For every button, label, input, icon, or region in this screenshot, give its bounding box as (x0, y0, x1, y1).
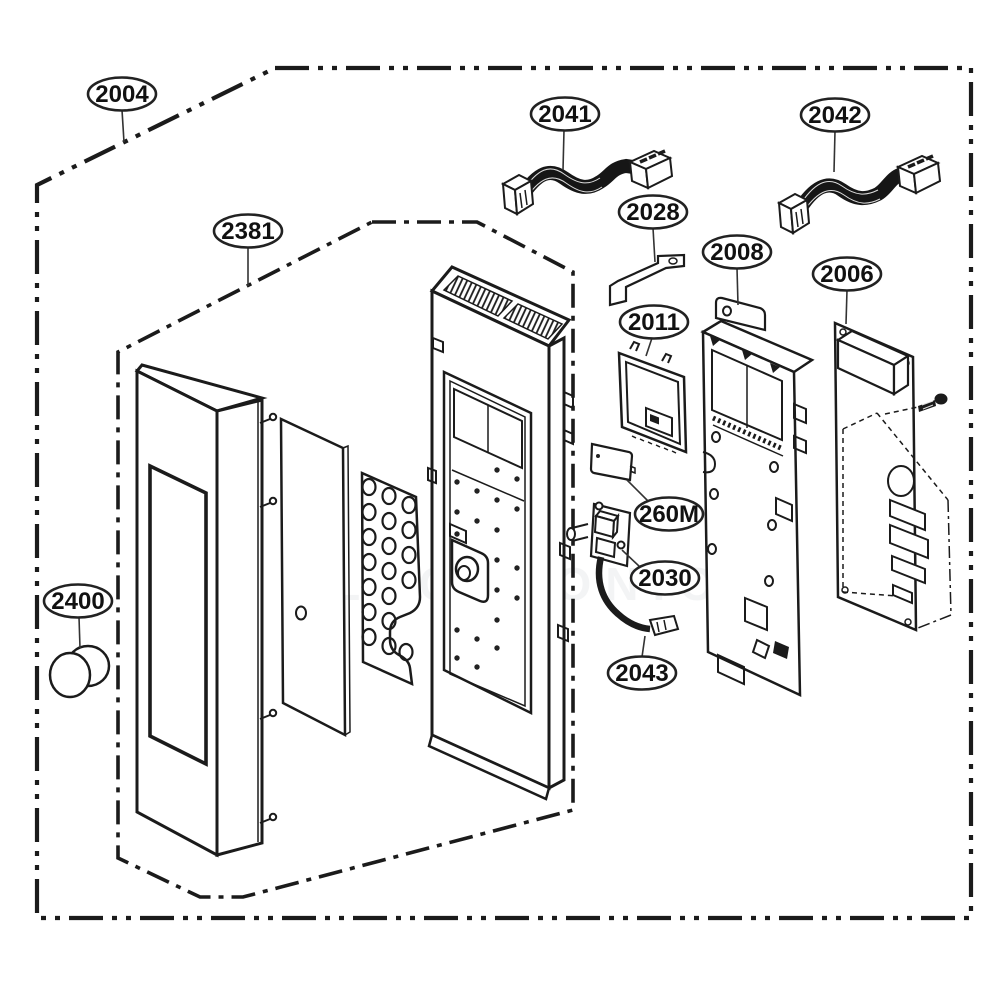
outer-boundary-2004 (34, 65, 974, 921)
cable-connector (627, 149, 674, 190)
screw (918, 393, 948, 412)
callout-label: 260M (639, 501, 699, 528)
callout-label: 2400 (51, 588, 104, 615)
switch-plunger (566, 527, 576, 541)
callout-label: 2028 (626, 199, 679, 226)
control-housing (427, 265, 574, 801)
button-holes (454, 467, 520, 670)
front-panel (134, 363, 268, 858)
callout-label: 2381 (221, 218, 274, 245)
sheet-hole (295, 605, 307, 621)
switch-assembly-2030 (566, 501, 632, 568)
vent-grille-left (442, 275, 514, 317)
pcb-assembly-2006 (833, 321, 952, 632)
callout-2041: 2041 (529, 96, 601, 171)
callout-2028: 2028 (617, 194, 689, 263)
display-frame-2011 (617, 340, 688, 454)
escutcheon-sheet (279, 417, 351, 738)
callout-2011: 2011 (618, 304, 690, 357)
membrane-keypad (360, 471, 422, 687)
harness-connector (648, 614, 680, 637)
callout-label: 2041 (538, 101, 591, 128)
round-component (887, 465, 915, 497)
callout-2006: 2006 (811, 256, 883, 325)
callout-label: 2030 (638, 565, 691, 592)
callout-label: 2006 (820, 261, 873, 288)
display-icon (650, 414, 659, 425)
callout-2030: 2030 (621, 549, 701, 596)
cable-connector (776, 192, 811, 235)
callout-label: 2004 (95, 81, 149, 108)
cable-connector (895, 154, 942, 195)
inner-boundary-2381 (116, 220, 575, 899)
callout-260M: 260M (626, 479, 705, 532)
cable-connector (500, 173, 535, 216)
ribbon-cable-2042 (776, 154, 942, 235)
callout-2400: 2400 (42, 583, 114, 649)
memory-card-260M (589, 442, 636, 482)
wire-harness-2043 (595, 556, 680, 637)
callouts: 2004 2381 2041 2042 2028 2008 (42, 76, 883, 691)
membrane-holes (361, 477, 417, 662)
panel-window-cutout (148, 463, 208, 767)
callout-label: 2042 (808, 102, 861, 129)
knob-shaft-hole (454, 555, 480, 583)
callout-2043: 2043 (606, 635, 678, 691)
callout-label: 2043 (615, 660, 668, 687)
knob-2400 (48, 644, 111, 699)
vent-grille-right (502, 303, 564, 340)
callout-2381: 2381 (212, 213, 284, 286)
display-opening (453, 387, 523, 470)
bracket-2028 (608, 253, 686, 307)
callout-label: 2008 (710, 239, 763, 266)
callout-2008: 2008 (701, 234, 773, 306)
support-frame-2008 (700, 296, 815, 697)
callout-2004: 2004 (86, 76, 158, 143)
callout-2042: 2042 (799, 97, 871, 173)
callout-label: 2011 (628, 309, 680, 336)
screw-pins (259, 412, 278, 824)
ribbon-cable-2041 (500, 149, 674, 216)
